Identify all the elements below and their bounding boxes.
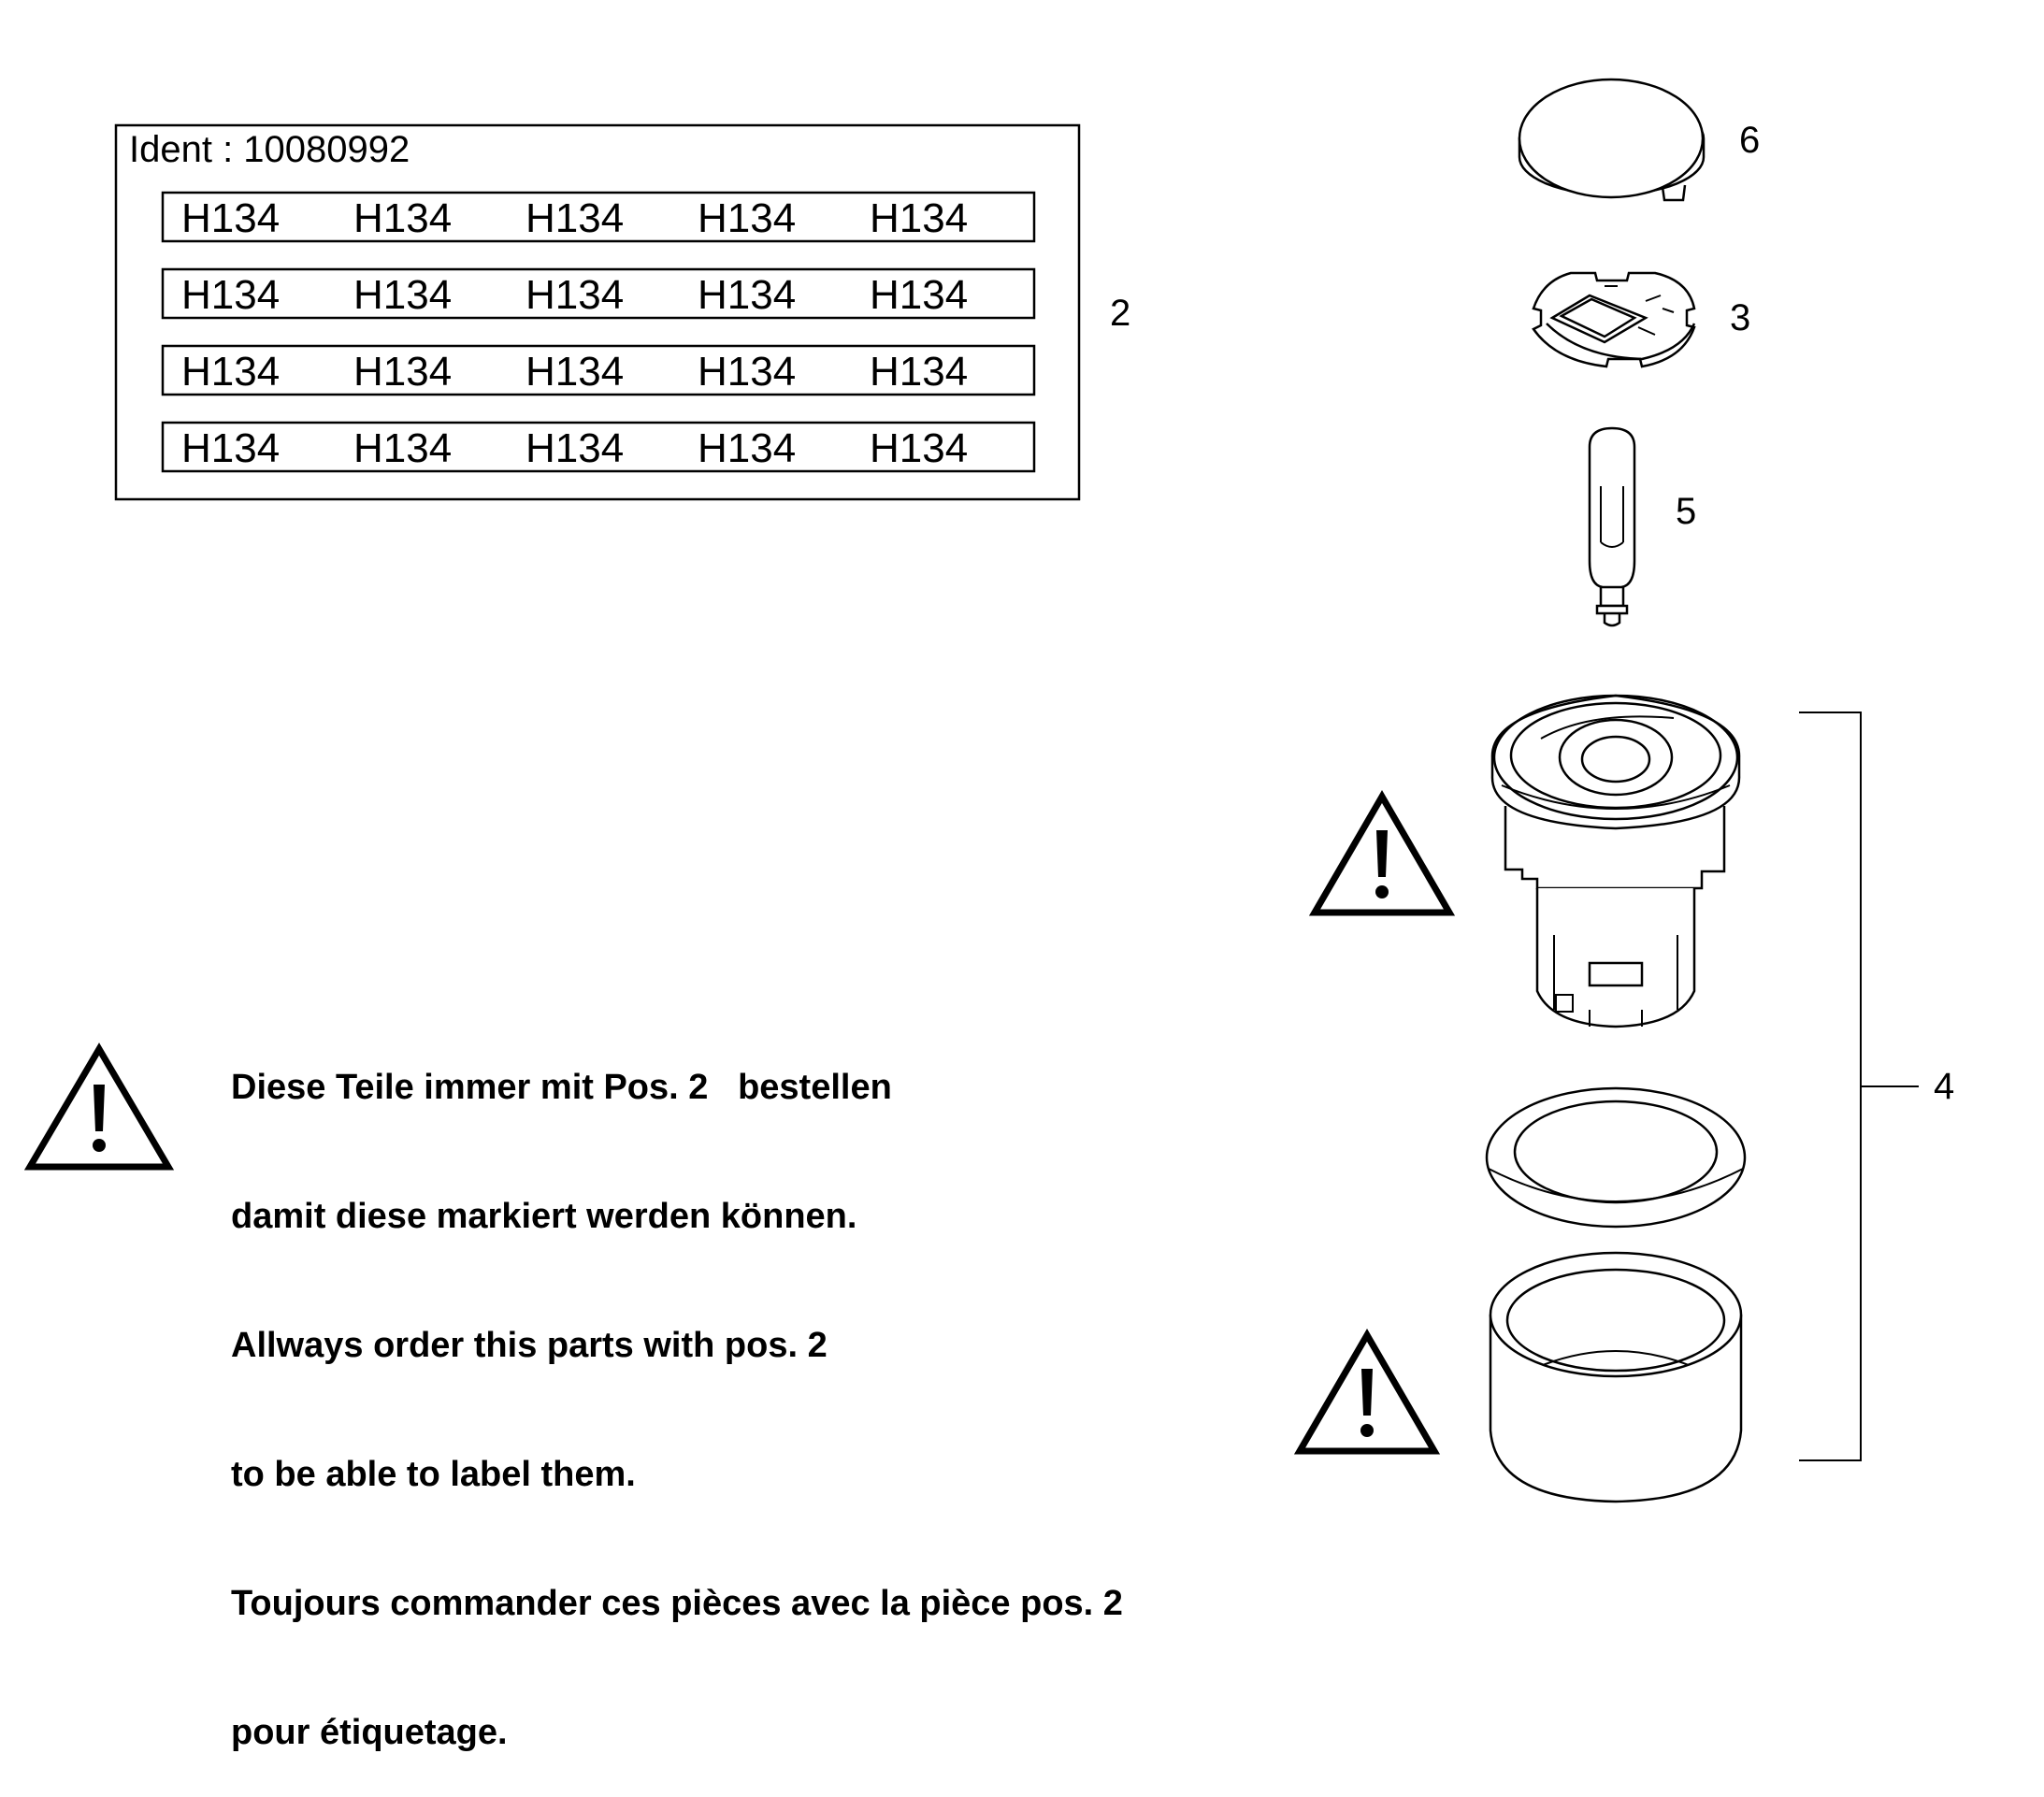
note-line: to be able to label them. (231, 1455, 636, 1494)
part-cap (1518, 78, 1706, 202)
note-line: Diese Teile immer mit Pos. 2 bestellen (231, 1068, 892, 1107)
note-line: Allways order this parts with pos. 2 (231, 1326, 828, 1365)
warning-triangle-icon (1293, 1329, 1441, 1455)
part-bulb (1588, 426, 1636, 627)
label-sheet-frame (114, 123, 1081, 501)
warning-triangle-icon (1308, 790, 1456, 916)
label-cell: H134 (181, 349, 280, 395)
label-cell: H134 (353, 425, 452, 471)
callout-pos-4: 4 (1934, 1066, 1954, 1107)
note-line: Toujours commander ces pièces avec la pi… (231, 1584, 1123, 1623)
label-cell: H134 (525, 272, 624, 318)
label-cell: H134 (870, 272, 968, 318)
callout-bracket-pos-4 (1799, 712, 1919, 1461)
part-cup (1489, 1251, 1743, 1503)
ident-text: Ident : 10080992 (129, 129, 410, 170)
label-cell: H134 (698, 195, 796, 241)
label-cell: H134 (698, 349, 796, 395)
callout-pos-6: 6 (1739, 120, 1760, 161)
label-strip (161, 344, 1036, 396)
note-line: damit diese markiert werden können. (231, 1197, 857, 1236)
label-cell: H134 (353, 349, 452, 395)
part-housing (1490, 694, 1741, 1028)
label-cell: H134 (870, 349, 968, 395)
label-cell: H134 (181, 272, 280, 318)
label-strip (161, 267, 1036, 320)
label-cell: H134 (870, 195, 968, 241)
label-cell: H134 (525, 349, 624, 395)
label-cell: H134 (525, 195, 624, 241)
label-cell: H134 (870, 425, 968, 471)
label-cell: H134 (525, 425, 624, 471)
part-ring (1485, 1086, 1747, 1229)
label-cell: H134 (353, 272, 452, 318)
warning-triangle-icon (23, 1042, 175, 1171)
label-cell: H134 (698, 425, 796, 471)
label-cell: H134 (698, 272, 796, 318)
label-cell: H134 (353, 195, 452, 241)
note-line: pour étiquetage. (231, 1713, 508, 1752)
callout-pos-5: 5 (1676, 491, 1696, 532)
label-strip (161, 191, 1036, 243)
callout-pos-2: 2 (1110, 293, 1130, 334)
order-note: Diese Teile immer mit Pos. 2 bestellen d… (231, 980, 1123, 1797)
label-cell: H134 (181, 195, 280, 241)
callout-pos-3: 3 (1730, 297, 1750, 338)
label-strip (161, 421, 1036, 473)
label-cell: H134 (181, 425, 280, 471)
part-insert-plate (1532, 271, 1696, 368)
